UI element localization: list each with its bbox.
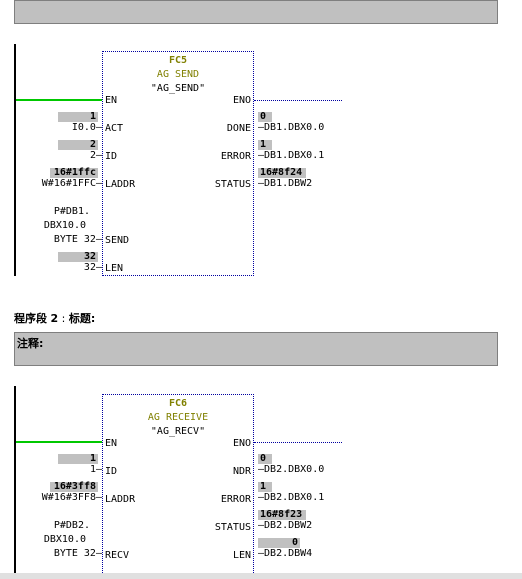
fc5-error-operand[interactable]: —DB1.DBX0.1	[258, 150, 325, 161]
fc5-error-value: 1	[258, 140, 272, 150]
fc6-pin-recv: RECV	[105, 550, 130, 561]
fc6-status-operand[interactable]: —DB2.DBW2	[258, 520, 313, 531]
fc6-len-operand[interactable]: —DB2.DBW4	[258, 548, 313, 559]
power-rail-network1	[14, 44, 16, 276]
fc6-recv-line2: DBX10.0	[43, 534, 86, 545]
eno-wire-fc6	[254, 442, 342, 443]
fc5-len-operand[interactable]: 32—	[83, 262, 102, 273]
fc5-pin-eno: ENO	[232, 95, 251, 106]
fc5-status-operand[interactable]: —DB1.DBW2	[258, 178, 313, 189]
segment2-comment-label: 注释:	[17, 337, 44, 350]
segment2-number: 2	[50, 312, 59, 325]
fc5-done-value: 0	[258, 112, 272, 122]
fc6-block[interactable]: FC6 AG RECEIVE "AG_RECV" EN ENO ID NDR L…	[102, 394, 254, 573]
fc6-id-value: 1	[58, 454, 98, 464]
power-rail-network2	[14, 386, 16, 573]
fc6-recv-operand[interactable]: BYTE 32—	[53, 548, 102, 559]
fc6-instance: "AG_RECV"	[150, 426, 206, 437]
fc5-act-operand[interactable]: I0.0—	[71, 122, 102, 133]
fc5-pin-id: ID	[105, 151, 118, 162]
fc5-act-value: 1	[58, 112, 98, 122]
segment1-comment-box[interactable]	[14, 0, 498, 24]
fc6-pin-id: ID	[105, 466, 118, 477]
fc5-title: AG SEND	[156, 69, 200, 80]
fc5-id-operand[interactable]: 2—	[89, 150, 102, 161]
fc6-pin-ndr: NDR	[232, 466, 251, 477]
en-wire-fc5	[16, 99, 102, 101]
fc5-pin-status: STATUS	[214, 179, 251, 190]
fc6-pin-status: STATUS	[214, 522, 251, 533]
fc6-laddr-value: 16#3ff8	[50, 482, 98, 492]
fc6-pin-error: ERROR	[220, 494, 251, 505]
fc5-laddr-value: 16#1ffc	[50, 168, 98, 178]
segment2-title-text: 标题:	[68, 312, 96, 325]
fc6-pin-en: EN	[105, 438, 118, 449]
fc5-pin-act: ACT	[105, 123, 124, 134]
fc5-len-value: 32	[58, 252, 98, 262]
fc5-send-line2: DBX10.0	[43, 220, 86, 231]
fc5-pin-error: ERROR	[220, 151, 251, 162]
en-wire-fc6	[16, 441, 102, 443]
fc6-status-value: 16#8f23	[258, 510, 306, 520]
fc6-error-value: 1	[258, 482, 272, 492]
segment2-prefix: 程序段	[14, 312, 47, 325]
fc6-pin-len: LEN	[232, 550, 251, 561]
fc5-id-value: 2	[58, 140, 98, 150]
fc5-name: FC5	[168, 55, 188, 66]
fc6-pin-laddr: LADDR	[105, 494, 136, 505]
fc5-send-operand[interactable]: BYTE 32—	[53, 234, 102, 245]
segment2-title: 程序段 2 : 标题:	[14, 310, 95, 326]
fc5-pin-send: SEND	[105, 235, 130, 246]
fc5-instance: "AG_SEND"	[150, 83, 206, 94]
horizontal-scrollbar[interactable]	[0, 573, 522, 579]
segment2-separator: :	[58, 312, 69, 325]
fc6-pin-eno: ENO	[232, 438, 251, 449]
fc5-laddr-operand[interactable]: W#16#1FFC—	[41, 178, 102, 189]
fc6-title: AG RECEIVE	[147, 412, 209, 423]
fc5-status-value: 16#8f24	[258, 168, 306, 178]
segment2-comment-box[interactable]: 注释:	[14, 332, 498, 366]
fc6-name: FC6	[168, 398, 188, 409]
fc6-recv-line1: P#DB2.	[53, 520, 90, 531]
fc6-ndr-value: 0	[258, 454, 272, 464]
fc6-id-operand[interactable]: 1—	[89, 464, 102, 475]
fc6-len-value: 0	[258, 538, 300, 548]
fc6-error-operand[interactable]: —DB2.DBX0.1	[258, 492, 325, 503]
fc6-ndr-operand[interactable]: —DB2.DBX0.0	[258, 464, 325, 475]
fc5-block[interactable]: FC5 AG SEND "AG_SEND" EN ENO ACT DONE ID…	[102, 51, 254, 276]
fc5-pin-len: LEN	[105, 263, 124, 274]
fc5-pin-en: EN	[105, 95, 118, 106]
fc5-done-operand[interactable]: —DB1.DBX0.0	[258, 122, 325, 133]
eno-wire-fc5	[254, 100, 342, 101]
fc5-send-line1: P#DB1.	[53, 206, 90, 217]
fc5-pin-laddr: LADDR	[105, 179, 136, 190]
fc6-laddr-operand[interactable]: W#16#3FF8—	[41, 492, 102, 503]
fc5-pin-done: DONE	[226, 123, 251, 134]
